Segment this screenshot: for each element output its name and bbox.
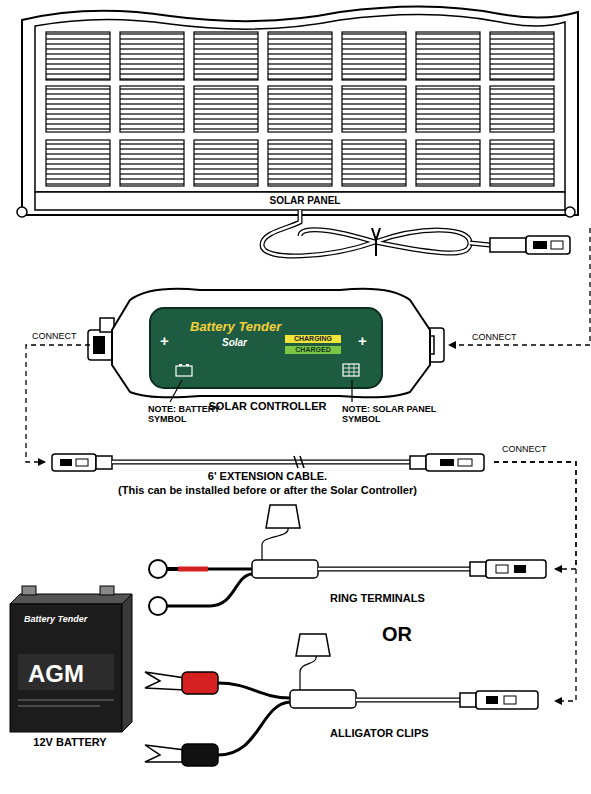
node-label-holder: 6' EXTENSION CABLE. [45,470,490,483]
alligator-clip-harness [145,634,538,766]
note-text: NOTE: SOLAR PANEL SYMBOL [342,404,454,425]
solar-cell [120,32,184,80]
node-label-holder: RING TERMINALS [330,592,530,605]
solar-controller-drawing [88,289,444,402]
alligator-clips: ALLIGATOR CLIPS [140,655,555,775]
edge-label: CONNECT [500,444,549,454]
connect-arrow [26,345,90,462]
status-light-holder: CHARGING [285,335,341,343]
connect-arrow [494,462,576,701]
node-label: 6' EXTENSION CABLE. [45,470,490,483]
or-text: OR [382,623,412,646]
solar-panel-drawing [17,6,578,217]
solar-cell [342,86,406,132]
polarity-sign-holder: + [358,332,367,349]
solar-cell [46,32,110,80]
node-label-holder: (This can be installed before or after t… [45,484,490,497]
ring-terminals: RING TERMINALS [140,505,555,623]
polarity-sign: + [358,332,367,349]
node-label: ALLIGATOR CLIPS [330,727,530,740]
note-text-holder: NOTE: BATTERY SYMBOL [148,404,248,425]
brand-logo-holder: Battery Tender [24,614,87,624]
connect-arrow [449,228,590,345]
node-label: SOLAR PANEL [20,195,590,207]
solar-cell [342,140,406,186]
brand-logo: Battery Tender [24,614,87,624]
solar-cell [120,86,184,132]
battery-type: AGM [28,660,84,688]
battery-type-holder: AGM [28,660,84,688]
status-light: CHARGING [285,335,341,343]
solar-cell [46,86,110,132]
brand-logo: Solar [222,337,247,349]
node-label-holder: 12V BATTERY [5,736,135,749]
note-text: NOTE: BATTERY SYMBOL [148,404,248,425]
solar-controller: SOLAR CONTROLLER [90,290,449,418]
ring-terminal-harness [149,505,546,615]
solar-cell [194,32,258,80]
brand-logo-holder: Solar [222,337,247,349]
extension-cable-drawing [52,454,484,471]
connect-arrow [494,462,576,569]
brand-logo-holder: Battery Tender [190,320,281,335]
edge-label: CONNECT [30,331,79,341]
solar-cell [46,140,110,186]
edge-label-holder: CONNECT [30,331,79,341]
edge-label-holder: CONNECT [470,332,519,342]
node-label: RING TERMINALS [330,592,530,605]
solar-cell [416,32,480,80]
node-label: (This can be installed before or after t… [45,484,490,497]
solar-cell [416,140,480,186]
solar-cell [490,140,554,186]
solar-cell [268,86,332,132]
polarity-sign: + [160,332,169,349]
note-text-holder: NOTE: SOLAR PANEL SYMBOL [342,404,454,425]
solar-cell [490,32,554,80]
solar-panel: SOLAR PANEL [20,10,591,228]
node-label: 12V BATTERY [5,736,135,749]
polarity-sign-holder: + [160,332,169,349]
solar-cell [120,140,184,186]
status-light: CHARGED [285,346,341,354]
solar-cell [194,86,258,132]
solar-cell [416,86,480,132]
solar-cell [268,140,332,186]
solar-cell [194,140,258,186]
extension-cable: 6' EXTENSION CABLE.(This can be installe… [45,440,494,502]
status-light-holder: CHARGED [285,346,341,354]
battery-drawing [10,586,132,732]
brand-logo: Battery Tender [190,320,281,335]
solar-cell [490,86,554,132]
panel-cable [262,210,570,256]
solar-cell [342,32,406,80]
or-text-holder: OR [382,623,412,646]
edge-label: CONNECT [470,332,519,342]
node-label-holder: ALLIGATOR CLIPS [330,727,530,740]
edge-label-holder: CONNECT [500,444,549,454]
node-label-holder: SOLAR PANEL [20,195,590,207]
solar-cell [268,32,332,80]
